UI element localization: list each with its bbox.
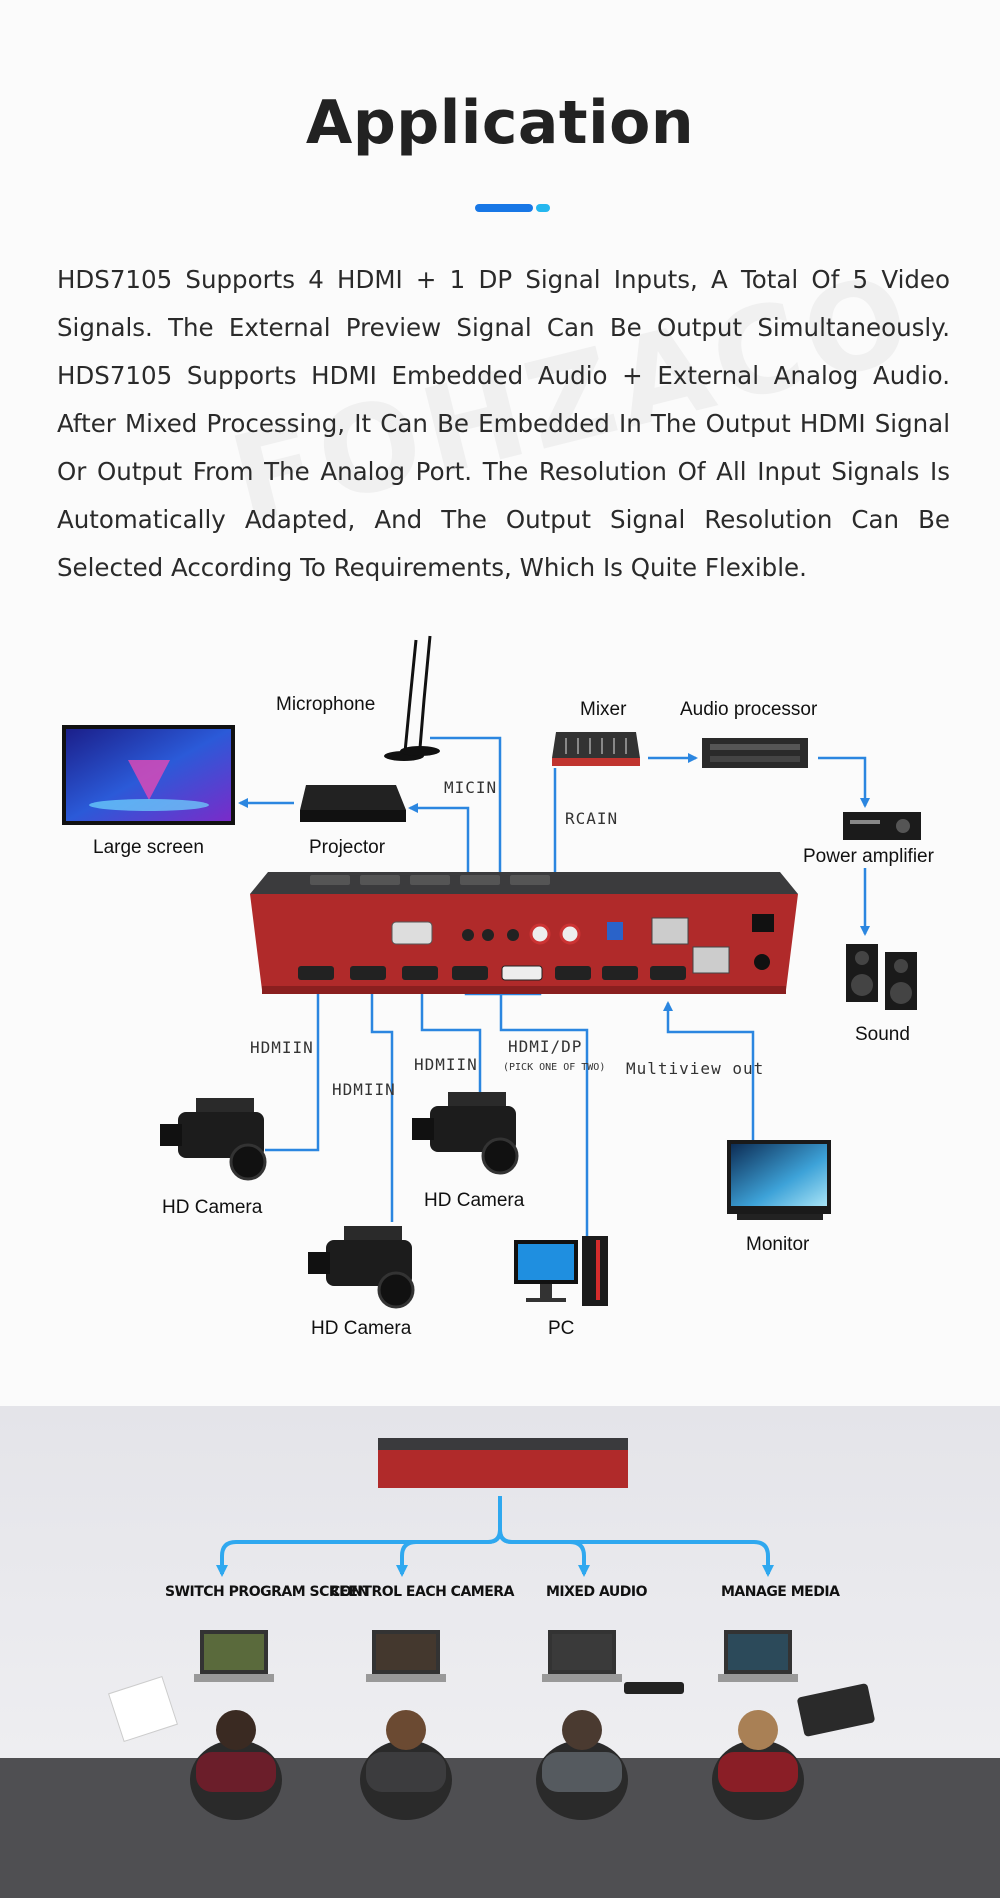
large-screen-label: Large screen xyxy=(93,837,204,858)
camera1-to-hdmi-line xyxy=(265,984,323,1152)
multiview-to-monitor-line xyxy=(663,1001,755,1142)
function-label-mixed-audio: MIXED AUDIO xyxy=(546,1584,648,1600)
mic-to-device-line xyxy=(430,736,505,914)
hd-camera-label-3: HD Camera xyxy=(424,1190,525,1211)
large-screen-icon xyxy=(62,725,235,825)
mixer-label: Mixer xyxy=(580,699,627,720)
camera3-to-hdmi-line xyxy=(417,984,482,1092)
camera-icon-2 xyxy=(308,1226,415,1309)
monitor-icon xyxy=(727,1140,831,1220)
workflow-scene xyxy=(0,1406,1000,1898)
function-label-control-camera: CONTROL EACH CAMERA xyxy=(330,1584,515,1600)
pc-icon xyxy=(514,1236,608,1306)
camera2-to-hdmi-line xyxy=(367,984,394,1222)
hd-camera-label-1: HD Camera xyxy=(162,1197,263,1218)
mixer-icon xyxy=(552,732,640,766)
speakers-icon xyxy=(846,944,917,1010)
title-underline xyxy=(475,204,533,212)
power-amplifier-label: Power amplifier xyxy=(803,846,935,867)
pc-to-hdmi-dp-line xyxy=(496,984,589,1238)
hdmi-in-label-2: HDMIIN xyxy=(332,1080,396,1099)
camera-icon-3 xyxy=(412,1092,519,1175)
hdmi-dp-label: HDMI/DP xyxy=(508,1037,582,1056)
title-underline-dot xyxy=(536,204,550,212)
power-amplifier-icon xyxy=(843,812,921,840)
sound-label: Sound xyxy=(855,1024,910,1045)
audio-processor-label: Audio processor xyxy=(680,699,818,720)
hdmi-dp-note: (PICK ONE OF TWO) xyxy=(503,1062,605,1073)
operator-workstations xyxy=(108,1630,875,1820)
hdmi-in-label-3: HDMIIN xyxy=(414,1055,478,1074)
connection-lines xyxy=(238,736,870,1238)
microphone-icon xyxy=(384,635,440,761)
pc-label: PC xyxy=(548,1318,574,1339)
hds7105-switcher xyxy=(250,872,798,994)
projector-label: Projector xyxy=(309,837,386,858)
application-description: HDS7105 Supports 4 HDMI + 1 DP Signal In… xyxy=(57,265,950,582)
processor-to-amplifier-line xyxy=(818,756,870,808)
hdmi-in-label-1: HDMIIN xyxy=(250,1038,314,1057)
monitor-label: Monitor xyxy=(746,1234,810,1255)
page-title: Application xyxy=(305,88,695,158)
hd-camera-label-2: HD Camera xyxy=(311,1318,412,1339)
mic-in-label: MICIN xyxy=(444,778,497,797)
microphone-label: Microphone xyxy=(276,694,375,715)
function-label-switch-program: SWITCH PROGRAM SCREEN xyxy=(165,1584,369,1600)
audio-processor-icon xyxy=(702,738,808,768)
multiview-out-label: Multiview out xyxy=(626,1059,764,1078)
projector-icon xyxy=(300,785,406,822)
function-label-manage-media: MANAGE MEDIA xyxy=(721,1584,840,1600)
camera-icon-1 xyxy=(160,1098,267,1181)
rca-in-label: RCAIN xyxy=(565,809,618,828)
